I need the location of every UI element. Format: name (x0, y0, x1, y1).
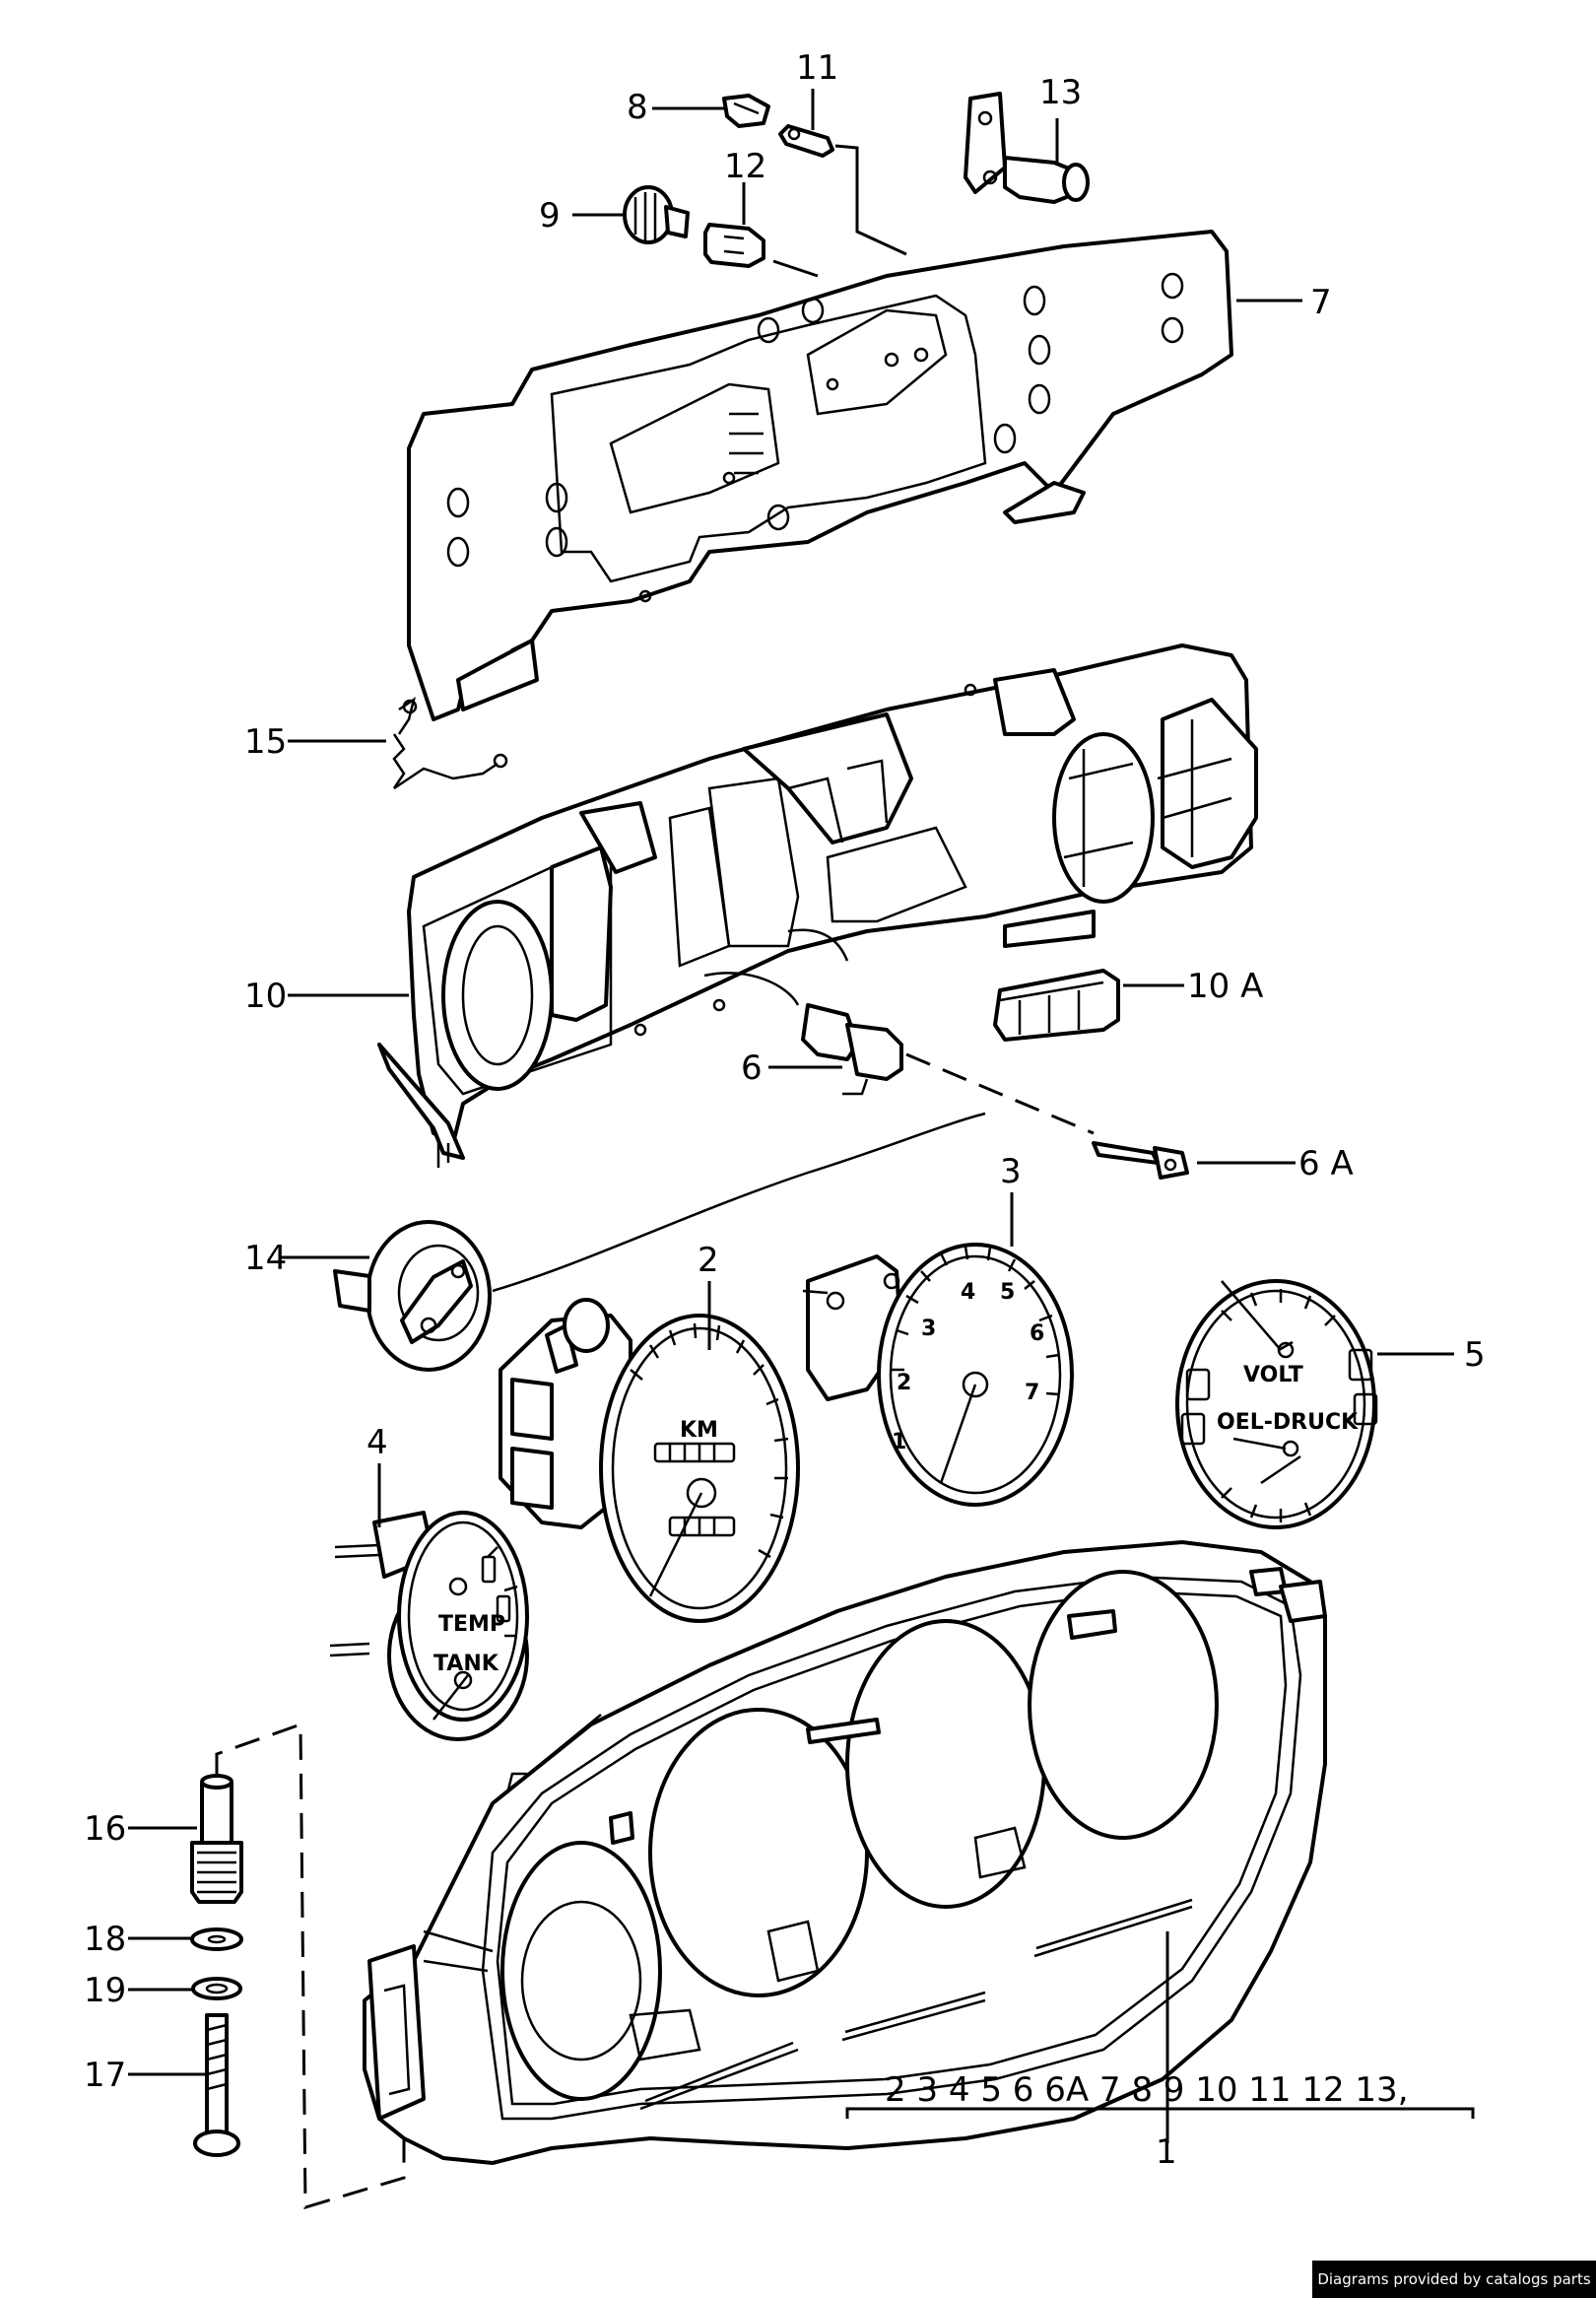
tach-5: 5 (1000, 1280, 1015, 1305)
part-7-backing-plate (407, 230, 1233, 721)
tach-3: 3 (921, 1317, 936, 1341)
tach-7: 7 (1025, 1381, 1039, 1405)
part-12-bulb (703, 223, 765, 268)
part-6a-screw (1092, 1141, 1189, 1180)
speedo-km-label: KM (680, 1418, 718, 1443)
part-13-holder-bracket (964, 92, 1090, 204)
part-17-screw (193, 2013, 240, 2157)
speedo-cable (492, 1112, 986, 1293)
callout-15: 15 (244, 722, 287, 762)
gauge-oil-pressure-label: OEL-DRUCK (1217, 1410, 1359, 1435)
tach-2: 2 (897, 1371, 911, 1395)
part-14-cable-drive (333, 1220, 492, 1372)
part-19-lock-washer (191, 1977, 242, 2000)
part-8-bulb-holder (722, 94, 770, 128)
callout-8: 8 (627, 88, 648, 127)
callout-17: 17 (84, 2056, 126, 2095)
part-9-bulb-socket (623, 185, 690, 244)
tach-6: 6 (1030, 1321, 1044, 1346)
hardware-assembly-dash (215, 1722, 406, 2210)
callout-1: 1 (1156, 2132, 1177, 2172)
gauge-tank-label: TANK (433, 1652, 499, 1676)
gauge-temp-label: TEMP (438, 1612, 505, 1637)
part-15-spring (392, 697, 508, 790)
callout-6: 6 (741, 1048, 763, 1088)
gauge-volt-label: VOLT (1243, 1363, 1303, 1387)
callout-labels: 8 11 9 12 13 7 15 10 10 A 6 6 A 14 2 3 5… (84, 48, 1486, 2172)
part-18-washer (190, 1927, 243, 1951)
callout-18: 18 (84, 1920, 126, 1959)
callout-16: 16 (84, 1809, 126, 1849)
part-10-housing-frame (377, 643, 1258, 1168)
callout-7: 7 (1310, 283, 1332, 322)
callout-10a: 10 A (1187, 967, 1263, 1006)
part-4-temp-tank-gauge: TEMP TANK (329, 1511, 529, 1741)
callout-19: 19 (84, 1971, 126, 2010)
part-10a-connector (993, 969, 1120, 1042)
tach-1: 1 (892, 1430, 906, 1454)
leader-lines (128, 89, 1475, 2143)
part-5-volt-oil-gauge: VOLT OEL-DRUCK (1175, 1279, 1378, 1529)
callout-14: 14 (244, 1239, 287, 1278)
credit-badge: Diagrams provided by catalogs parts (1312, 2261, 1596, 2298)
part-16-mounting-stud (190, 1774, 243, 1904)
callout-6a: 6 A (1298, 1144, 1354, 1183)
callout-4: 4 (366, 1423, 388, 1462)
callout-2: 2 (698, 1241, 719, 1280)
part-11-wedge-bulb (778, 124, 834, 158)
callout-11: 11 (796, 48, 838, 88)
callout-5: 5 (1464, 1335, 1486, 1375)
callout-3: 3 (1000, 1152, 1022, 1191)
part-3-tachometer: 1 2 3 4 5 6 7 (802, 1243, 1074, 1507)
callout-13: 13 (1039, 73, 1082, 112)
part-1-cluster-housing (363, 1540, 1327, 2165)
tach-4: 4 (961, 1280, 975, 1305)
part-2-speedometer: KM (499, 1298, 800, 1623)
callout-9: 9 (539, 196, 561, 236)
part-6-sender (801, 1003, 1095, 1135)
callout-10: 10 (244, 977, 287, 1016)
assembly-list: 2 3 4 5 6 6A 7 8 9 10 11 12 13, (885, 2070, 1409, 2110)
callout-12: 12 (724, 147, 766, 186)
